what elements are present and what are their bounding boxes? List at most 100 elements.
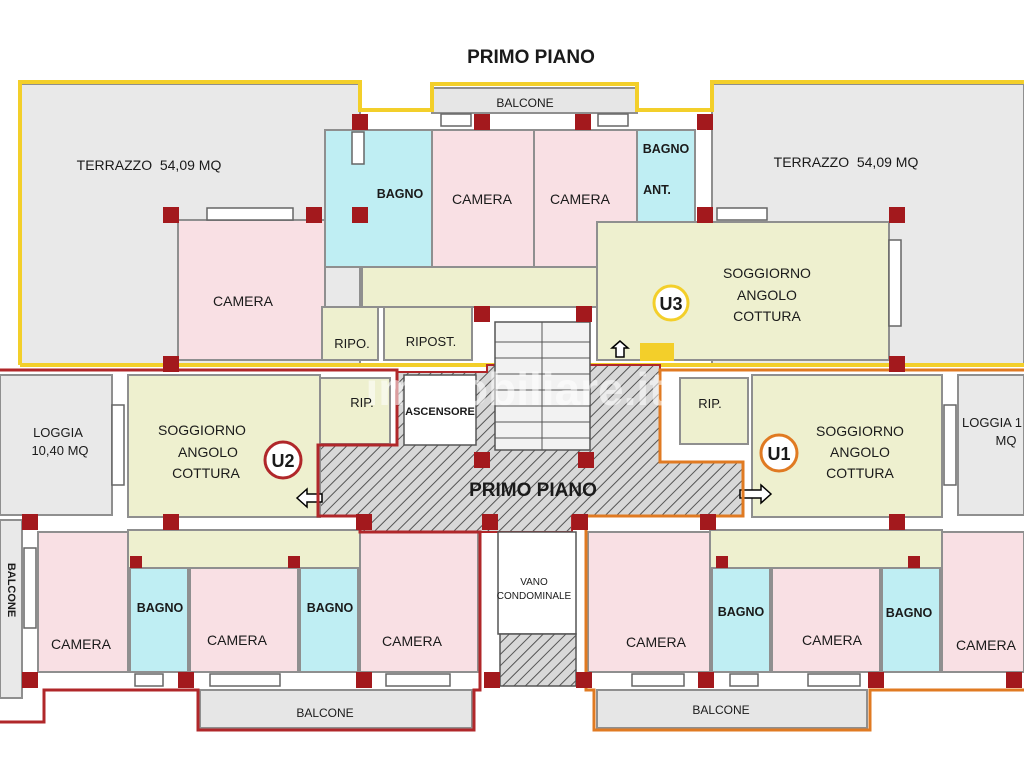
label-rip-u2: RIP.	[350, 395, 374, 410]
label-bagno-u2-b: BAGNO	[307, 601, 354, 615]
entry-arrow-u2	[295, 487, 323, 509]
label-camera-u2-b: CAMERA	[207, 632, 268, 648]
unit-badge-u3	[652, 284, 690, 322]
label-ripost: RIPOST.	[406, 334, 457, 349]
window	[111, 404, 125, 486]
structural-pillars	[22, 114, 1022, 688]
room-rip-u2	[319, 377, 391, 445]
label-vano-1: VANO	[520, 577, 548, 588]
label-soggiorno-u2-3: COTTURA	[172, 465, 240, 481]
unit-u2-boundary	[0, 368, 482, 732]
label-soggiorno-u2-2: ANGOLO	[178, 444, 238, 460]
label-loggia-right-2: MQ	[996, 433, 1017, 448]
window	[23, 547, 37, 629]
ascensore	[403, 374, 477, 446]
entry-arrow-u3	[610, 340, 630, 358]
label-bagno-u3-left: BAGNO	[377, 187, 424, 201]
label-bagno-u1-a: BAGNO	[718, 605, 765, 619]
window	[385, 673, 451, 687]
label-bagno-u3-right: BAGNO	[643, 142, 690, 156]
unit-u1-boundary	[584, 368, 1024, 732]
balcone-u2	[199, 689, 473, 729]
room-bagno-u3-right	[636, 129, 696, 223]
watermark: immobiliare.it	[365, 363, 664, 415]
label-camera-u1-b: CAMERA	[802, 632, 863, 648]
window	[631, 673, 685, 687]
balcone-u1	[596, 689, 868, 729]
window	[351, 131, 365, 165]
room-bagno-u2-a	[129, 567, 189, 673]
window	[729, 673, 759, 687]
label-loggia-left-1: LOGGIA	[33, 425, 83, 440]
label-soggiorno-u3-3: COTTURA	[733, 308, 801, 324]
window	[943, 404, 957, 486]
labels: TERRAZZO 54,09 MQ TERRAZZO 54,09 MQ BALC…	[5, 96, 1022, 720]
label-soggiorno-u3-1: SOGGIORNO	[723, 265, 811, 281]
label-loggia-right-1: LOGGIA 1	[962, 415, 1022, 430]
window	[206, 207, 294, 221]
label-camera-u3-a: CAMERA	[452, 191, 513, 207]
label-soggiorno-u1-3: COTTURA	[826, 465, 894, 481]
unit-badge-u2	[263, 440, 303, 480]
lower-stair	[499, 633, 577, 687]
window	[134, 673, 164, 687]
label-camera-u2-a: CAMERA	[51, 636, 112, 652]
label-bagno-u1-b: BAGNO	[886, 606, 933, 620]
window	[440, 113, 472, 127]
label-soggiorno-u2-1: SOGGIORNO	[158, 422, 246, 438]
room-camera-u1-c	[941, 531, 1024, 673]
label-vano-2: CONDOMINALE	[497, 591, 572, 602]
label-balcone-side: BALCONE	[5, 563, 17, 617]
label-camera-u3-b: CAMERA	[550, 191, 611, 207]
label-camera-u2-c: CAMERA	[382, 633, 443, 649]
window	[888, 239, 902, 327]
room-rip-u1	[679, 377, 749, 445]
window	[807, 673, 861, 687]
label-camera-u3-left: CAMERA	[213, 293, 274, 309]
room-bagno-u1-b	[881, 567, 941, 673]
room-bagno-u2-b	[299, 567, 359, 673]
balcone-top	[431, 87, 638, 114]
loggia-left	[0, 374, 113, 516]
label-ant: ANT.	[643, 183, 671, 197]
room-ripost	[383, 306, 473, 361]
label-ascensore: ASCENSORE	[405, 406, 475, 418]
label-rip-u1: RIP.	[698, 396, 722, 411]
room-ripo	[321, 306, 379, 361]
entry-arrow-u1	[739, 483, 773, 505]
room-camera-u2-c	[359, 531, 479, 673]
room-camera-u1-a	[587, 531, 711, 673]
label-bagno-u2-a: BAGNO	[137, 601, 184, 615]
label-soggiorno-u1-2: ANGOLO	[830, 444, 890, 460]
stair-steps	[495, 322, 590, 450]
room-soggiorno-u3	[596, 221, 890, 361]
label-terrazzo-left: TERRAZZO 54,09 MQ	[77, 157, 222, 173]
window	[716, 207, 768, 221]
label-terrazzo-right: TERRAZZO 54,09 MQ	[774, 154, 919, 170]
unit-badge-u1	[759, 433, 799, 473]
room-camera-u2-a	[37, 531, 129, 673]
room-camera-u1-b	[771, 567, 881, 673]
window	[209, 673, 281, 687]
label-camera-u1-a: CAMERA	[626, 634, 687, 650]
room-corridor-u2	[127, 529, 361, 569]
label-loggia-left-2: 10,40 MQ	[31, 443, 88, 458]
room-camera-u3-left	[177, 219, 326, 361]
plan-title: PRIMO PIANO	[467, 47, 595, 68]
balcone-side	[0, 519, 23, 699]
label-balcone-top: BALCONE	[496, 96, 553, 110]
unit-u3-boundary	[18, 80, 1024, 365]
label-balcone-u1: BALCONE	[692, 703, 749, 717]
room-bagno-u1-a	[711, 567, 771, 673]
label-balcone-u2: BALCONE	[296, 706, 353, 720]
entry-marker-u3	[640, 343, 674, 361]
label-soggiorno-u3-2: ANGOLO	[737, 287, 797, 303]
label-center-primo-piano: PRIMO PIANO	[469, 480, 597, 501]
window	[597, 113, 629, 127]
label-camera-u1-c: CAMERA	[956, 637, 1017, 653]
label-unit-u2: U2	[271, 451, 294, 471]
room-corridor-u1	[709, 529, 943, 569]
room-corridor-u3	[361, 266, 603, 308]
label-soggiorno-u1-1: SOGGIORNO	[816, 423, 904, 439]
